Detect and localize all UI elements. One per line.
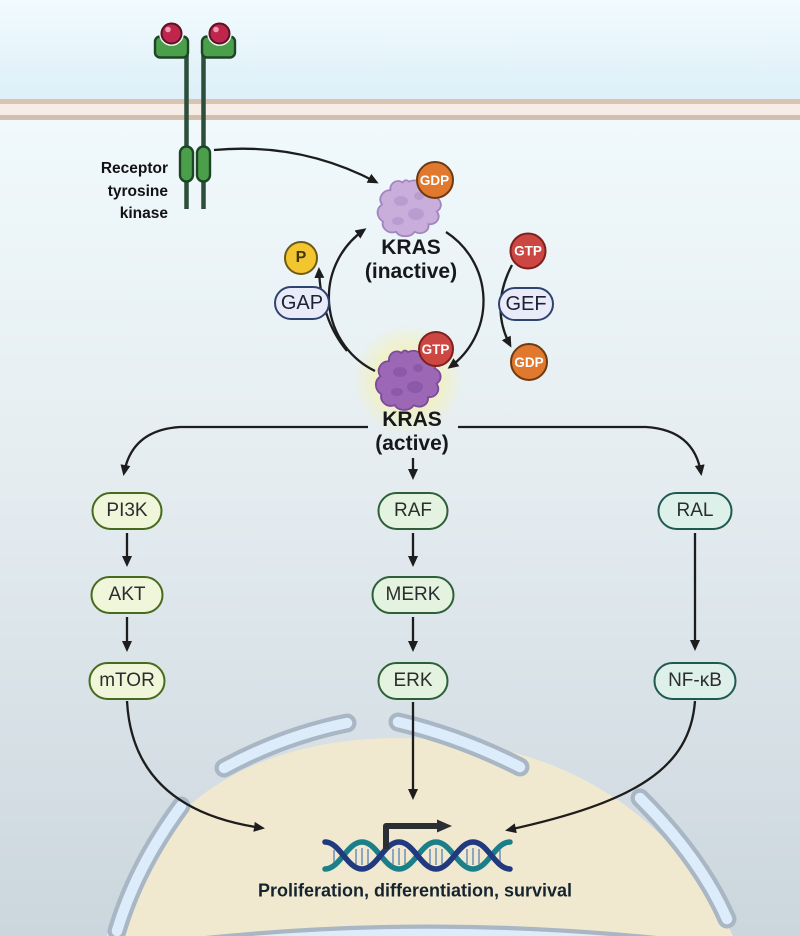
node-merk: MERK <box>371 576 455 614</box>
kinase-domain <box>195 145 212 183</box>
node-raf: RAF <box>377 492 449 530</box>
receptor-label: Receptor tyrosine kinase <box>58 158 168 226</box>
node-akt: AKT <box>90 576 164 614</box>
arrow-kras-to-pi3k <box>120 425 368 476</box>
receptor-tyrosine-kinase-graphic <box>153 21 237 209</box>
dna-strand-navy <box>322 839 513 872</box>
arrow-phosphate-release <box>314 267 348 352</box>
kras-active-protein <box>374 349 442 411</box>
kras-active-state: (active) <box>375 432 449 455</box>
arrow-kras-to-ral <box>458 425 705 476</box>
kras-inactive-state: (inactive) <box>364 260 458 283</box>
cell-membrane <box>0 99 800 120</box>
arrow-mtor-to-nucleus <box>125 700 265 832</box>
ligand-ball <box>208 22 231 45</box>
arrow-rtk-to-kras <box>213 147 379 184</box>
receptor-label-line1: Receptor <box>100 160 168 177</box>
kras-active-label: KRAS (active) <box>375 408 449 456</box>
receptor-label-line2: tyrosine <box>107 182 168 200</box>
kras-inactive-label: KRAS (inactive) <box>365 236 457 284</box>
node-ral: RAL <box>657 492 733 530</box>
receptor-label-line3: kinase <box>119 205 168 222</box>
gdp-released-badge: GDP <box>510 343 548 381</box>
outcome-text: Proliferation, differentiation, survival <box>257 880 573 901</box>
transcription-arrow <box>383 819 452 849</box>
ligand-ball <box>160 22 183 45</box>
node-nfkb: NF-κB <box>653 662 737 700</box>
gef-pill: GEF <box>498 287 554 321</box>
node-mtor: mTOR <box>88 662 166 700</box>
kinase-domain <box>178 145 195 183</box>
kras-inactive-title: KRAS <box>381 236 441 259</box>
node-erk: ERK <box>377 662 449 700</box>
phosphate-badge: P <box>284 241 318 275</box>
nucleus-body <box>106 738 733 936</box>
gtp-incoming-badge: GTP <box>509 232 547 270</box>
arrow-nfkb-to-nucleus <box>505 700 697 834</box>
node-pi3k: PI3K <box>91 492 163 530</box>
gtp-bound-badge: GTP <box>417 331 454 367</box>
gdp-bound-badge: GDP <box>415 161 454 199</box>
dna-helix <box>322 839 513 872</box>
extracellular-space <box>0 0 800 99</box>
arrow-gef-exchange <box>445 231 485 369</box>
gap-pill: GAP <box>274 286 330 320</box>
kras-active-title: KRAS <box>382 408 442 431</box>
